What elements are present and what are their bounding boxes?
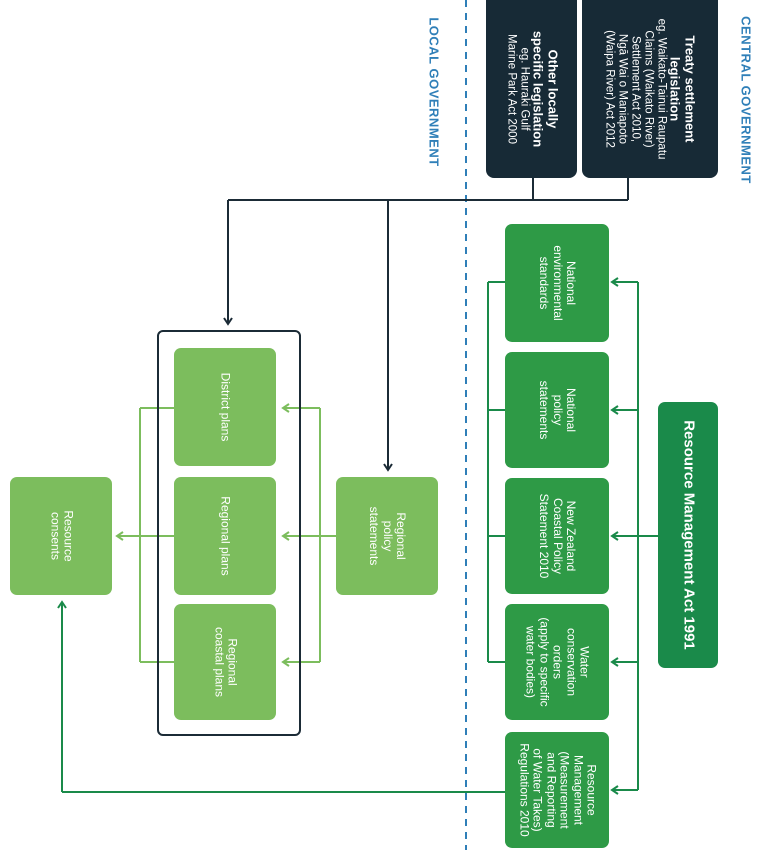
plans-group-outline (157, 330, 301, 736)
rma-arrows (57, 277, 658, 795)
district-plans-box: District plans (174, 348, 276, 466)
treaty-settlement-box: Treaty settlement legislation eg. Waikat… (582, 0, 718, 178)
rma-label: Resource Management Act 1991 (680, 420, 698, 650)
central-government-label: CENTRAL GOVERNMENT (738, 16, 754, 184)
local-arrows (115, 403, 336, 667)
regional-plans-box: Regional plans (174, 477, 276, 595)
local-government-label: LOCAL GOVERNMENT (426, 17, 442, 167)
rma-box: Resource Management Act 1991 (658, 402, 718, 668)
other-legislation-box: Other locally specific legislation eg. H… (486, 0, 577, 178)
legislation-arrows (223, 178, 629, 472)
